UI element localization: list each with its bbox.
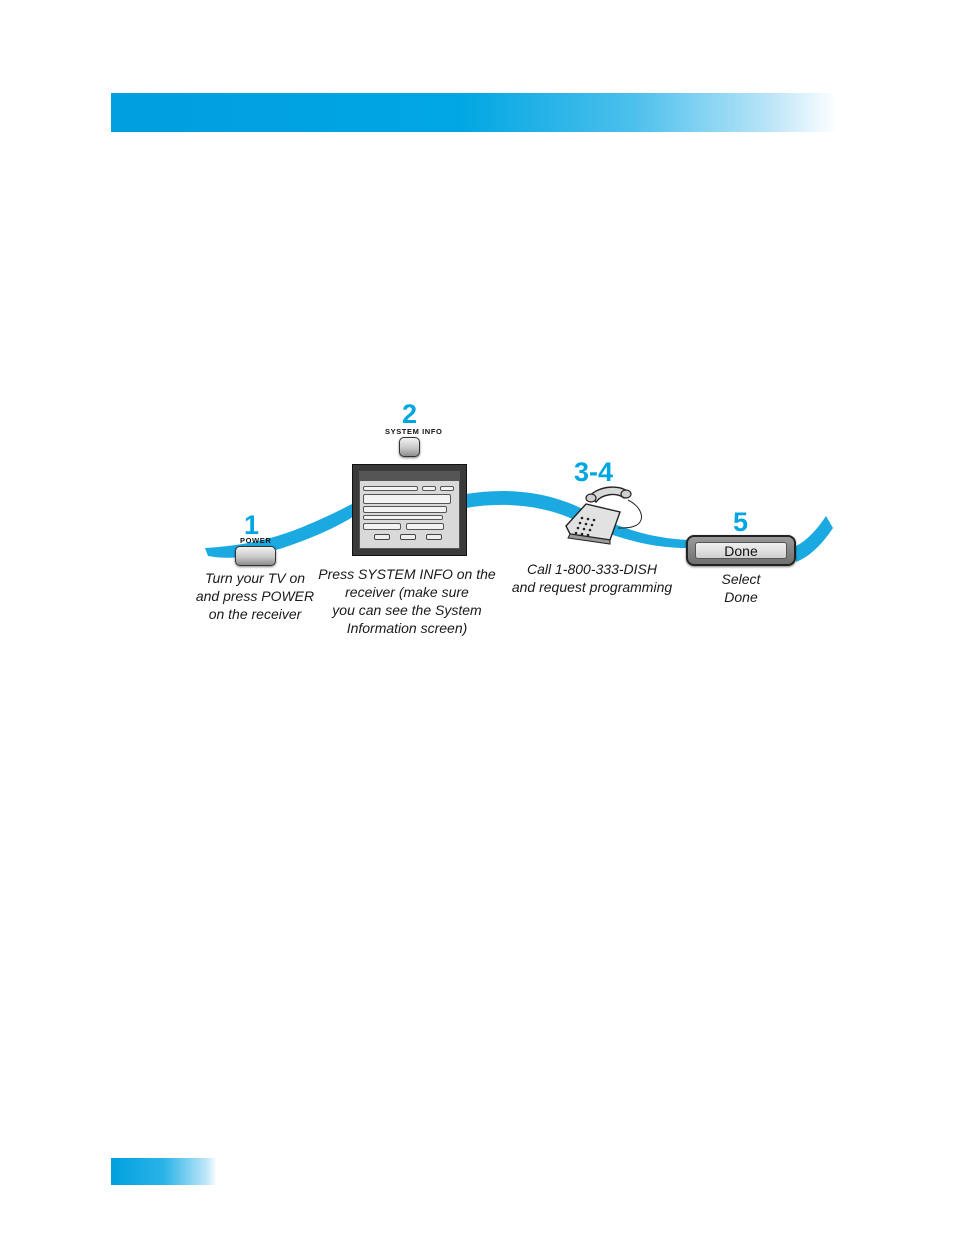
screen-row [422,486,436,491]
step-2-caption: Press SYSTEM INFO on the receiver (make … [318,566,496,636]
step-3-4-number: 3-4 [574,457,614,487]
done-button-label: Done [695,542,787,559]
power-button[interactable] [235,546,276,566]
step-2-number: 2 [402,399,418,429]
step-3-4-caption: Call 1-800-333-DISH and request programm… [511,561,673,595]
screen-row [363,523,401,530]
step-1-caption: Turn your TV on and press POWER on the r… [195,570,315,622]
screen-row [363,506,447,513]
screen-button [374,534,390,540]
done-button[interactable]: Done [686,535,796,566]
screen-row [363,486,418,491]
screen-row [363,515,443,520]
system-info-screen-thumbnail [352,464,467,556]
system-info-button[interactable] [399,437,420,457]
screen-row [440,486,454,491]
header-bar [111,93,837,132]
power-button-label: POWER [240,536,272,545]
flow-path-ribbon [796,516,833,562]
flow-path-ribbon [205,503,354,558]
screen-row [363,494,451,504]
system-info-button-label: SYSTEM INFO [385,427,443,436]
system-info-screen-content [359,471,460,549]
step-1-number: 1 [244,510,260,540]
step-5-number: 5 [733,507,749,537]
telephone-icon [565,486,642,545]
screen-titlebar [360,472,459,481]
screen-row [406,523,444,530]
screen-button [426,534,442,540]
footer-bar [111,1158,217,1185]
step-5-caption: Select Done [721,571,761,605]
screen-button [400,534,416,540]
